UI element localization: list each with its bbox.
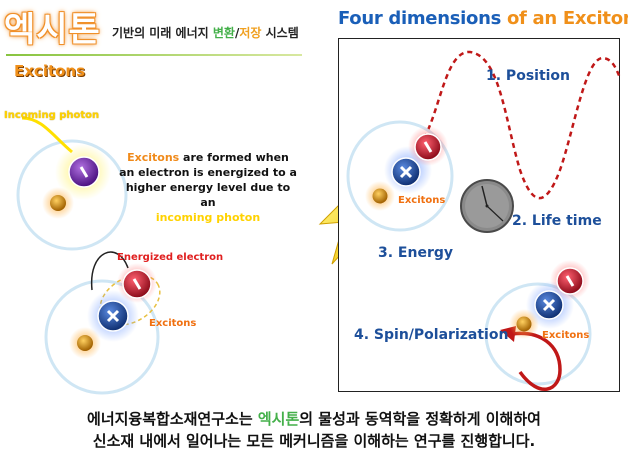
excitons-heading: Excitons xyxy=(14,62,86,80)
page-title: 엑시톤 xyxy=(4,10,101,50)
caption-keyword: 엑시톤 xyxy=(257,410,300,428)
nucleus xyxy=(516,316,532,332)
clock-hand-hour xyxy=(481,185,488,207)
caption-line-2: 신소재 내에서 일어나는 모든 메커니즘을 이해하는 연구를 진행합니다. xyxy=(92,432,536,450)
subtitle-text: 기반의 미래 에너지 xyxy=(112,26,213,40)
nucleus xyxy=(50,195,66,211)
caption-text-post: 의 물성과 동역학을 정확하게 이해하여 xyxy=(299,410,541,428)
nucleus xyxy=(372,188,388,204)
title-blue-part: Four dimensions xyxy=(338,8,502,29)
subtitle-orange: 저장 xyxy=(239,26,262,40)
title-orange-part: of an Exciton xyxy=(501,8,628,29)
atom-orbit xyxy=(16,139,128,251)
explain-keyword: Excitons xyxy=(127,151,180,164)
incoming-photon-label: Incoming photon xyxy=(4,110,100,121)
minus-icon xyxy=(423,141,433,153)
excitons-label-left: Excitons xyxy=(149,318,197,329)
exciton-orbit-lower xyxy=(484,282,592,386)
spin-arrow xyxy=(511,331,562,392)
explain-keyword-photon: incoming photon xyxy=(155,211,261,224)
energized-arc xyxy=(90,251,129,291)
bottom-caption: 에너지융복합소재연구소는 엑시톤의 물성과 동역학을 정확하게 이해하여 신소재… xyxy=(0,408,628,452)
photon-arrow xyxy=(21,116,73,154)
energy-label: 3. Energy xyxy=(378,245,454,261)
atom-orbit-bottom xyxy=(44,279,160,395)
plus-icon xyxy=(542,298,556,312)
nucleus xyxy=(77,335,93,351)
caption-line-1: 에너지융복합소재연구소는 엑시톤의 물성과 동역학을 정확하게 이해하여 xyxy=(0,408,628,430)
clock-center xyxy=(485,204,489,208)
subtitle-green: 변환 xyxy=(212,26,235,40)
exciton-orbit-upper xyxy=(346,120,454,232)
explain-text: are formed when an electron is energized… xyxy=(119,151,297,209)
minus-icon xyxy=(79,166,89,178)
exciton-explanation: Excitons are formed when an electron is … xyxy=(118,150,298,225)
position-wave xyxy=(422,50,622,200)
life-time-label: 2. Life time xyxy=(512,213,602,229)
spin-polarization-label: 4. Spin/Polarization xyxy=(354,327,509,343)
minus-icon xyxy=(565,275,575,287)
position-label: 1. Position xyxy=(486,68,571,84)
subtitle-post: 시스템 xyxy=(261,26,299,40)
four-dimensions-title: Four dimensions of an Exciton xyxy=(338,8,628,29)
page-subtitle: 기반의 미래 에너지 변환/저장 시스템 xyxy=(112,24,299,41)
energized-electron-label: Energized electron xyxy=(117,252,224,263)
minus-icon xyxy=(132,278,142,290)
title-divider xyxy=(6,54,302,56)
plus-icon xyxy=(399,165,413,179)
clock-hand-minute xyxy=(486,205,504,222)
excitons-label-upper: Excitons xyxy=(398,195,446,206)
excitons-label-lower: Excitons xyxy=(542,330,590,341)
caption-text: 에너지융복합소재연구소는 xyxy=(87,410,258,428)
subtitle-slash: / xyxy=(234,26,240,40)
plus-icon xyxy=(106,309,120,323)
